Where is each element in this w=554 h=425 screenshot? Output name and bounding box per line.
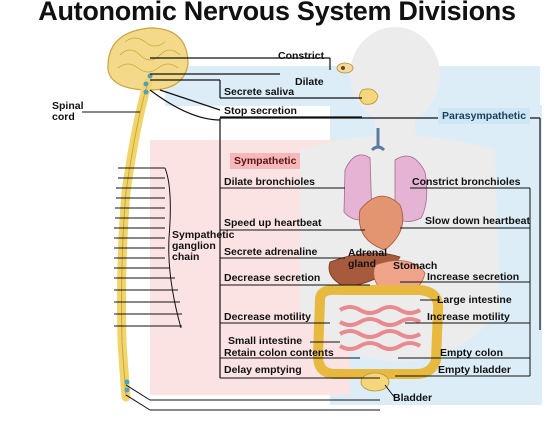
effect-decrease-secretion: Decrease secretion [224,272,321,284]
large-intestine-label: Large intestine [437,294,512,306]
effect-empty-bladder: Empty bladder [438,364,511,376]
effect-increase-motility: Increase motility [427,311,510,323]
effect-dilate-bronchioles: Dilate bronchioles [224,176,316,188]
effect-constrict: Constrict [278,50,325,62]
bladder-organ [360,372,390,392]
effect-speed-heartbeat: Speed up heartbeat [224,217,322,229]
effect-slow-heartbeat: Slow down heartbeat [425,215,531,227]
spinal-cord-label: Spinal cord [52,100,84,123]
eye [336,62,354,74]
effect-retain-colon: Retain colon contents [224,347,334,359]
effect-constrict-bronchioles: Constrict bronchioles [412,176,521,188]
effect-secrete-adrenaline: Secrete adrenaline [224,246,318,258]
effect-dilate: Dilate [295,76,324,88]
heart [358,195,404,251]
ganglion-chain-label: Sympathetic ganglion chain [172,229,235,263]
sympathetic-label: Sympathetic [230,153,301,169]
stomach-label: Stomach [393,260,438,272]
small-intestine [338,305,422,351]
small-intestine-label: Small intestine [228,335,303,347]
effect-lines [82,111,531,411]
effect-empty-colon: Empty colon [440,347,504,359]
bladder-label: Bladder [393,392,433,404]
adrenal-gland-label: Adrenal gland [348,247,388,270]
page-title: Autonomic Nervous System Divisions [38,0,516,26]
sympathetic-chain-lines [114,167,182,329]
salivary-gland [359,88,379,105]
effect-delay-emptying: Delay emptying [224,364,302,376]
effect-decrease-motility: Decrease motility [224,311,311,323]
effect-secrete-saliva: Secrete saliva [224,86,295,98]
brain-folds [117,37,181,73]
parasympathetic-label: Parasympathetic [438,108,531,124]
spinal-cord [117,77,153,402]
lungs [343,128,428,222]
effect-increase-secretion: Increase secretion [427,271,520,283]
parasympathetic-nuclei [124,73,153,393]
large-intestine [312,284,444,379]
effect-stop-secretion: Stop secretion [224,105,297,117]
